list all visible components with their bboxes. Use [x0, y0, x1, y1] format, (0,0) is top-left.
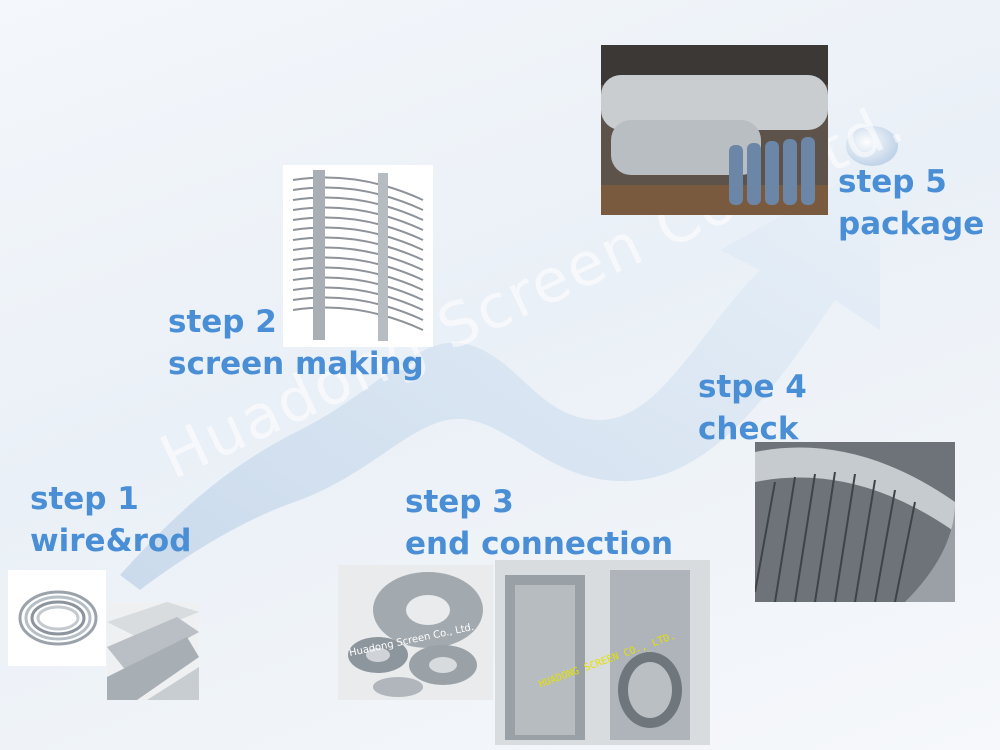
step5-package-photo	[601, 45, 828, 215]
step3-subtitle: end connection	[405, 526, 674, 562]
step3-label: step 3 end connection	[405, 481, 673, 565]
step2-label: step 2 screen making	[168, 301, 424, 385]
step3-flange-photo: Huadong Screen Co., Ltd.	[338, 565, 493, 700]
step4-label: stpe 4 check	[698, 366, 807, 450]
step1-subtitle: wire&rod	[30, 523, 192, 559]
step3-pipe-end-photo: HUADONG SCREEN CO., LTD.	[495, 560, 710, 745]
step5-title: step 5	[838, 164, 947, 200]
step2-title: step 2	[168, 304, 277, 340]
step4-subtitle: check	[698, 411, 799, 447]
step3-title: step 3	[405, 484, 514, 520]
step4-check-photo	[755, 442, 955, 602]
step1-rod-photo	[107, 602, 199, 700]
step1-label: step 1 wire&rod	[30, 478, 191, 562]
step2-screen-photo	[283, 165, 433, 347]
step2-subtitle: screen making	[168, 346, 424, 382]
step5-label: step 5 package	[838, 161, 984, 245]
step1-wire-coil-photo	[8, 570, 106, 666]
step1-title: step 1	[30, 481, 139, 517]
step5-subtitle: package	[838, 206, 985, 242]
step4-title: stpe 4	[698, 369, 807, 405]
